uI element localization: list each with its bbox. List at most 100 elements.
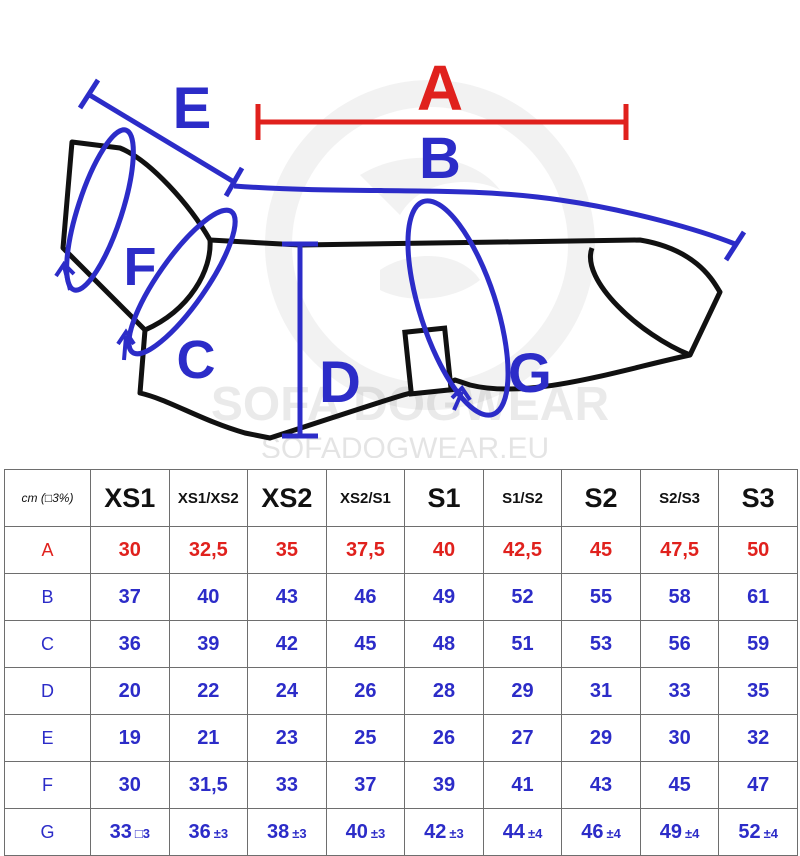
measurement-value: 45 bbox=[668, 773, 691, 796]
row-label: E bbox=[4, 714, 91, 762]
measurement-value: 49 bbox=[659, 820, 683, 843]
measurement-cell: 43 bbox=[247, 573, 327, 621]
measure-c-label: C bbox=[177, 330, 216, 390]
measure-d-label: D bbox=[319, 350, 361, 415]
measurement-value: 33 bbox=[275, 773, 298, 796]
measurement-cell: 33□3 bbox=[90, 808, 170, 856]
measurement-value: 40 bbox=[345, 820, 368, 843]
measurement-cell: 40 bbox=[404, 526, 484, 574]
coat-tail-opening bbox=[588, 247, 691, 358]
measurement-value: 42 bbox=[275, 632, 298, 655]
measurement-cell: 23 bbox=[247, 714, 327, 762]
measurement-value: 36 bbox=[188, 820, 211, 843]
measurement-value: 52 bbox=[738, 820, 761, 843]
measurement-cell: 52 bbox=[482, 573, 563, 621]
measurement-value: 21 bbox=[197, 726, 220, 749]
row-label: D bbox=[4, 667, 91, 715]
measure-g-loop bbox=[405, 198, 511, 418]
measurement-tolerance: ±4 bbox=[606, 825, 621, 841]
measurement-value: 43 bbox=[589, 773, 613, 796]
measurement-value: 32,5 bbox=[188, 538, 228, 561]
measurement-cell: 30 bbox=[639, 714, 720, 762]
measurement-cell: 45 bbox=[561, 526, 641, 574]
measurement-cell: 32 bbox=[718, 714, 798, 762]
measure-g-label: G bbox=[508, 341, 552, 404]
measurement-value: 53 bbox=[589, 632, 613, 655]
measurement-value: 42 bbox=[424, 820, 447, 843]
measurement-cell: 21 bbox=[168, 714, 249, 762]
measurement-cell: 44±4 bbox=[482, 808, 563, 856]
measurement-cell: 53 bbox=[561, 620, 641, 668]
measurement-cell: 36 bbox=[90, 620, 170, 668]
size-header: S2 bbox=[561, 469, 641, 527]
measurement-value: 19 bbox=[118, 726, 141, 749]
measurement-value: 24 bbox=[275, 679, 298, 702]
measurement-cell: 30 bbox=[90, 526, 170, 574]
measurement-cell: 49 bbox=[404, 573, 484, 621]
measurement-cell: 46 bbox=[325, 573, 406, 621]
measurement-value: 30 bbox=[118, 773, 141, 796]
measurement-value: 44 bbox=[502, 820, 525, 843]
measurement-cell: 56 bbox=[639, 620, 720, 668]
measurement-cell: 38±3 bbox=[247, 808, 327, 856]
measurement-cell: 35 bbox=[247, 526, 327, 574]
size-header: XS1 bbox=[90, 469, 170, 527]
measurement-cell: 47 bbox=[718, 761, 798, 809]
measurement-tolerance: ±4 bbox=[527, 825, 543, 841]
measurement-value: 46 bbox=[581, 820, 604, 843]
measurement-cell: 42 bbox=[247, 620, 327, 668]
measurement-value: 30 bbox=[668, 726, 691, 749]
measure-f-loop bbox=[64, 127, 136, 293]
size-chart-table: cm (□3%) XS1 XS1/XS2 XS2 XS2/S1 S1 S1/S2… bbox=[4, 469, 798, 856]
measurement-cell: 31,5 bbox=[168, 761, 249, 809]
row-label: G bbox=[4, 808, 91, 856]
measurement-tolerance: ±4 bbox=[763, 825, 778, 841]
measurement-value: 33 bbox=[668, 679, 691, 702]
measurement-cell: 49±4 bbox=[639, 808, 720, 856]
measurement-cell: 37,5 bbox=[325, 526, 406, 574]
size-header: XS2/S1 bbox=[325, 469, 406, 527]
measurement-cell: 45 bbox=[639, 761, 720, 809]
measure-f-arrow bbox=[54, 260, 76, 291]
size-header: S3 bbox=[718, 469, 798, 527]
measurement-cell: 36±3 bbox=[168, 808, 249, 856]
measurement-cell: 35 bbox=[718, 667, 798, 715]
measurement-cell: 30 bbox=[90, 761, 170, 809]
measurement-cell: 27 bbox=[482, 714, 563, 762]
measurement-value: 56 bbox=[668, 632, 691, 655]
measurement-cell: 37 bbox=[325, 761, 406, 809]
measurement-value: 36 bbox=[118, 632, 141, 655]
measurement-cell: 50 bbox=[718, 526, 798, 574]
measurement-cell: 61 bbox=[718, 573, 798, 621]
coat-outline bbox=[60, 139, 723, 441]
measurement-value: 46 bbox=[354, 585, 377, 608]
measurement-value: 29 bbox=[511, 679, 534, 702]
measurement-cell: 46±4 bbox=[561, 808, 641, 856]
measurement-value: 23 bbox=[275, 726, 298, 749]
measurement-value: 40 bbox=[197, 585, 220, 608]
measurement-value: 49 bbox=[432, 585, 456, 608]
measurement-cell: 52±4 bbox=[718, 808, 798, 856]
measurement-cell: 24 bbox=[247, 667, 327, 715]
measurement-value: 43 bbox=[275, 585, 298, 608]
size-header: S1/S2 bbox=[482, 469, 563, 527]
measure-c-loop bbox=[126, 207, 238, 357]
measurement-value: 39 bbox=[432, 773, 456, 796]
measurement-cell: 55 bbox=[561, 573, 641, 621]
measurement-cell: 42±3 bbox=[404, 808, 484, 856]
measure-e-label: E bbox=[173, 76, 212, 141]
measurement-cell: 32,5 bbox=[168, 526, 249, 574]
measurement-value: 48 bbox=[432, 632, 456, 655]
measurement-tolerance: □3 bbox=[134, 825, 150, 841]
row-label: C bbox=[4, 620, 91, 668]
measure-g-arrow bbox=[450, 384, 472, 411]
measurement-tolerance: ±3 bbox=[213, 825, 229, 841]
measurement-cell: 48 bbox=[404, 620, 484, 668]
size-header: XS2 bbox=[247, 469, 327, 527]
measurement-value: 28 bbox=[432, 679, 456, 702]
measurement-cell: 40 bbox=[168, 573, 249, 621]
